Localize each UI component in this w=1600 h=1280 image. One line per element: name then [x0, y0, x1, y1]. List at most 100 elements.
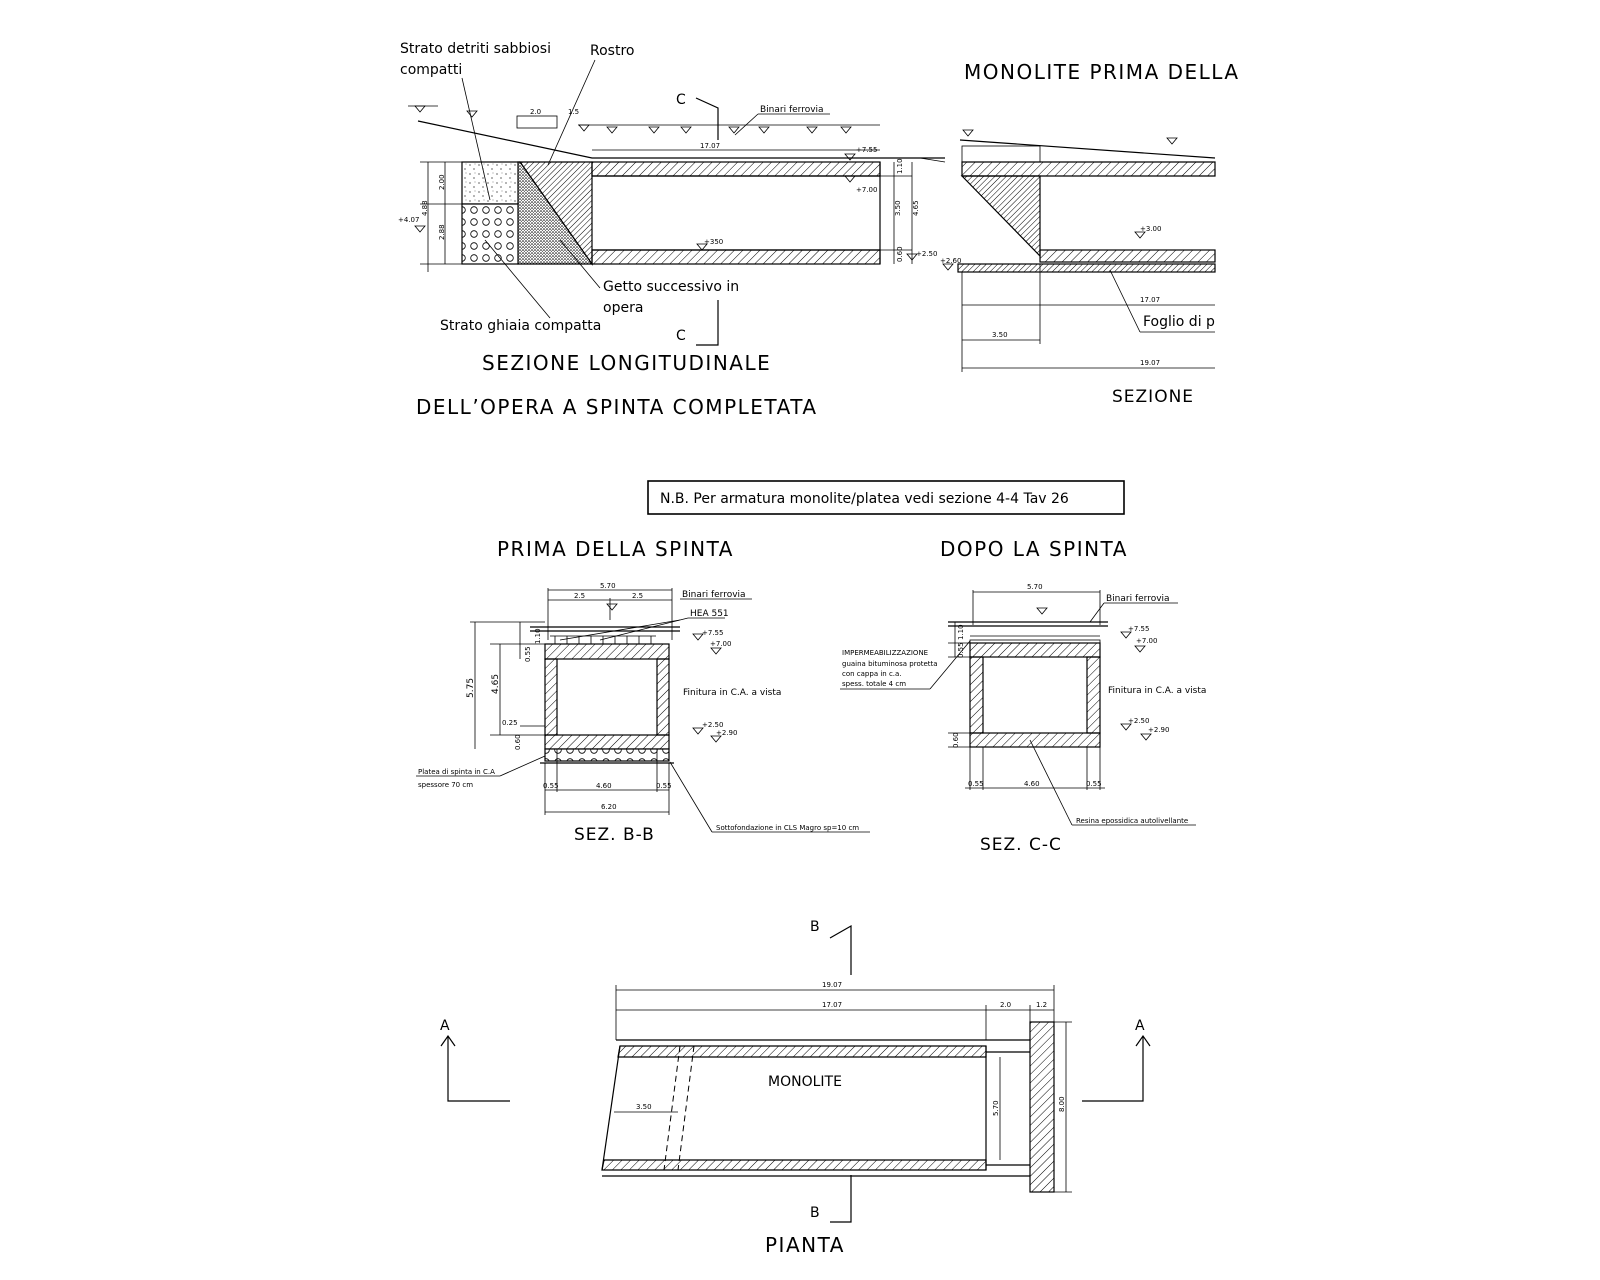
level-2-50: +2.50	[916, 250, 937, 258]
cc-resina: Resina epossidica autolivellante	[1076, 817, 1188, 825]
pianta-reaction-wall	[1029, 1021, 1055, 1193]
pianta-dim-2-0: 2.0	[1000, 1001, 1011, 1009]
bb-platea-1: Platea di spinta in C.A	[418, 768, 495, 776]
top-slab	[591, 161, 881, 177]
bb-level-2-50: +2.50	[702, 721, 723, 729]
label-getto-2: opera	[603, 300, 643, 316]
cc-imper-3: con cappa in c.a.	[842, 670, 902, 678]
bb-hea-label: HEA 551	[690, 609, 729, 619]
cc-dim-h-0-55b: 0.55	[1086, 780, 1102, 788]
monolite-top-box	[961, 145, 1041, 163]
cc-dim-h-0-55a: 0.55	[968, 780, 984, 788]
bb-dim-h-6-20: 6.20	[601, 803, 617, 811]
pianta-dim-19-07: 19.07	[822, 981, 842, 989]
cc-imper-4: spess. totale 4 cm	[842, 680, 906, 688]
cc-bottom-slab	[969, 732, 1101, 748]
monolite-bottom-slab	[1039, 249, 1216, 263]
bb-finitura: Finitura in C.A. a vista	[683, 688, 781, 698]
section-cc: DOPO LA SPINTA 5.70 Binari ferrovia +7.5…	[840, 537, 1206, 855]
cc-level-7-00: +7.00	[1136, 637, 1157, 645]
cc-dim-v-0-55: 0.55	[957, 642, 965, 658]
bb-dim-v-4-65: 4.65	[491, 674, 501, 694]
monolite-rostro	[960, 175, 1041, 258]
label-ghiaia: Strato ghiaia compatta	[440, 318, 601, 334]
level-2-60: +2.60	[940, 257, 961, 265]
bb-dim-v-0-60: 0.60	[514, 734, 522, 750]
cc-caption: SEZ. C-C	[980, 835, 1062, 855]
pianta-mark-b-bottom: B	[810, 1205, 820, 1221]
pianta-dim-17-07: 17.07	[822, 1001, 842, 1009]
bb-dim-v-1-10: 1.10	[534, 628, 542, 644]
section-mark-c-top: C	[676, 92, 686, 108]
note-box: N.B. Per armatura monolite/platea vedi s…	[647, 480, 1125, 515]
label-detriti-1: Strato detriti sabbiosi	[400, 41, 551, 57]
dim-v-4-65: 4.65	[912, 200, 920, 216]
cc-dim-h-4-60: 4.60	[1024, 780, 1040, 788]
monolite-platea	[957, 263, 1216, 273]
binari-label: Binari ferrovia	[760, 105, 824, 115]
bb-dim-2-5b: 2.5	[632, 592, 643, 600]
dim-v-2-00: 2.00	[438, 174, 446, 190]
cc-binari-label: Binari ferrovia	[1106, 594, 1170, 604]
cc-dim-5-70: 5.70	[1027, 583, 1043, 591]
section-cc-heading: DOPO LA SPINTA	[940, 537, 1128, 561]
longitudinal-section: 2.0 1.5 17.07 Binari ferrovia C 2.00 4.8…	[398, 41, 945, 419]
bb-dim-v-5-75: 5.75	[466, 678, 476, 698]
longitudinal-title-2: DELL’OPERA A SPINTA COMPLETATA	[416, 395, 818, 419]
cc-imper-1: IMPERMEABILIZZAZIONE	[842, 649, 928, 657]
section-bb: PRIMA DELLA SPINTA 5.70 2.5 2.5 Binari f…	[416, 537, 870, 845]
monolite-before-section: MONOLITE PRIMA DELLA +3.00 +2.60 17.07 3…	[919, 60, 1240, 407]
monolite-title: MONOLITE PRIMA DELLA	[964, 60, 1240, 84]
rail-box	[516, 115, 558, 129]
cc-top-slab	[969, 642, 1101, 658]
monolite-subtitle: SEZIONE	[1112, 387, 1194, 407]
bb-right-wall	[656, 658, 670, 736]
bb-dim-2-5a: 2.5	[574, 592, 585, 600]
dim-2-0: 2.0	[530, 108, 541, 116]
detriti-layer	[461, 161, 519, 205]
level-7-00: +7.00	[856, 186, 877, 194]
level-350: +350	[704, 238, 723, 246]
bb-bottom-slab	[544, 734, 670, 750]
cc-dim-v-1-10: 1.10	[957, 624, 965, 640]
note-text: N.B. Per armatura monolite/platea vedi s…	[660, 491, 1069, 507]
foglio-label: Foglio di p	[1143, 314, 1215, 330]
pianta-mark-a-left: A	[440, 1018, 450, 1034]
pianta-dashed-2	[677, 1045, 695, 1171]
section-bb-heading: PRIMA DELLA SPINTA	[497, 537, 734, 561]
ground-line	[417, 120, 880, 159]
pianta-dim-v-5-70: 5.70	[992, 1100, 1000, 1116]
bb-left-wall	[544, 658, 558, 736]
cc-left-wall	[969, 656, 984, 734]
bb-level-7-55: +7.55	[702, 629, 723, 637]
bottom-slab	[591, 249, 881, 265]
dim-1-5: 1.5	[568, 108, 579, 116]
dim-v-3-50: 3.50	[894, 200, 902, 216]
hea-beams	[550, 635, 656, 644]
bb-dim-h-0-55a: 0.55	[543, 782, 559, 790]
bb-platea-2: spessore 70 cm	[418, 781, 473, 789]
bb-sottofondazione: Sottofondazione in CLS Magro sp=10 cm	[716, 824, 859, 832]
ghiaia-layer	[461, 203, 519, 265]
label-getto-1: Getto successivo in	[603, 279, 739, 295]
pianta-bottom-wall	[601, 1159, 987, 1171]
cc-finitura: Finitura in C.A. a vista	[1108, 686, 1206, 696]
bb-level-7-00: +7.00	[710, 640, 731, 648]
pianta-plan: B B A A 19.07 17.07 2.0 1.2	[440, 919, 1151, 1257]
level-4-07: +4.07	[398, 216, 419, 224]
bb-top-slab	[544, 643, 670, 660]
pianta-mark-b-top: B	[810, 919, 820, 935]
pianta-monolite-label: MONOLITE	[768, 1074, 842, 1090]
dim-v-4-88: 4.88	[421, 200, 429, 216]
pianta-mark-a-right: A	[1135, 1018, 1145, 1034]
pianta-top-wall	[617, 1045, 987, 1058]
pianta-title: PIANTA	[765, 1233, 845, 1257]
bb-dim-5-70: 5.70	[600, 582, 616, 590]
cc-level-2-90: +2.90	[1148, 726, 1169, 734]
dim-17-07: 17.07	[700, 142, 720, 150]
bb-platea	[544, 748, 670, 762]
pianta-dim-3-50: 3.50	[636, 1103, 652, 1111]
monolite-top-slab	[961, 161, 1216, 177]
level-markers	[408, 105, 880, 134]
